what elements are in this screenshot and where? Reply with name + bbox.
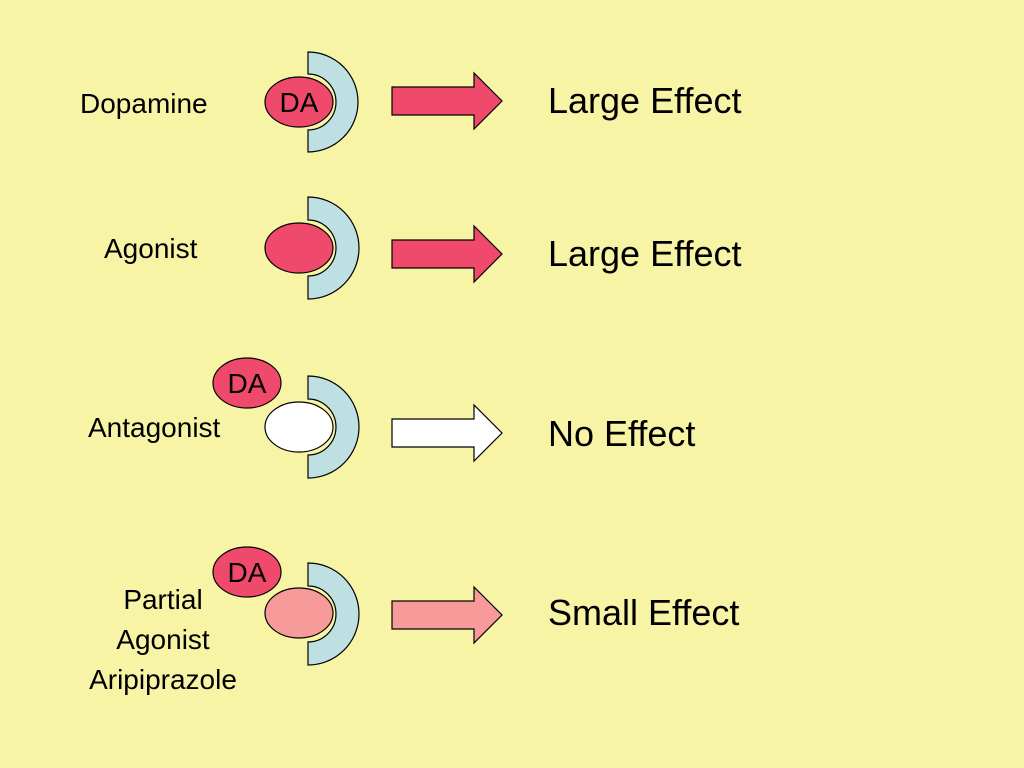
receptor-dopamine — [307, 51, 359, 153]
receptor-partial-agonist — [307, 562, 360, 666]
effect-antagonist: No Effect — [548, 413, 696, 454]
effect-agonist: Large Effect — [548, 233, 742, 274]
displaced-dopamine-partial — [212, 546, 282, 598]
arrow-antagonist — [391, 403, 503, 463]
row-antagonist — [212, 357, 503, 479]
label-partial-agonist: Partial Agonist Aripiprazole — [68, 580, 258, 700]
arrow-partial-agonist — [391, 585, 503, 645]
label-antagonist: Antagonist — [88, 412, 221, 443]
row-dopamine — [264, 51, 503, 153]
arrow-agonist — [391, 224, 503, 284]
receptor-agonist — [307, 196, 360, 300]
ligand-agonist — [264, 222, 334, 274]
label-partial-line-2: Agonist — [116, 624, 210, 655]
effect-partial-agonist: Small Effect — [548, 592, 740, 633]
label-partial-line-1: Partial — [123, 584, 203, 615]
label-partial-line-3: Aripiprazole — [89, 664, 237, 695]
row-partial-agonist — [212, 546, 503, 666]
label-agonist: Agonist — [104, 233, 198, 264]
displaced-text-antagonist: DA — [227, 368, 267, 399]
label-dopamine: Dopamine — [80, 88, 208, 119]
ligand-text-dopamine: DA — [279, 87, 319, 118]
ligand-antagonist — [264, 401, 334, 453]
arrow-dopamine — [391, 71, 503, 131]
effect-dopamine: Large Effect — [548, 80, 742, 121]
receptor-antagonist — [307, 375, 360, 479]
row-agonist — [264, 196, 503, 300]
displaced-dopamine-antagonist — [212, 357, 282, 409]
ligand-dopamine — [264, 76, 334, 128]
ligand-partial-agonist — [264, 587, 334, 639]
displaced-text-partial: DA — [227, 557, 267, 588]
